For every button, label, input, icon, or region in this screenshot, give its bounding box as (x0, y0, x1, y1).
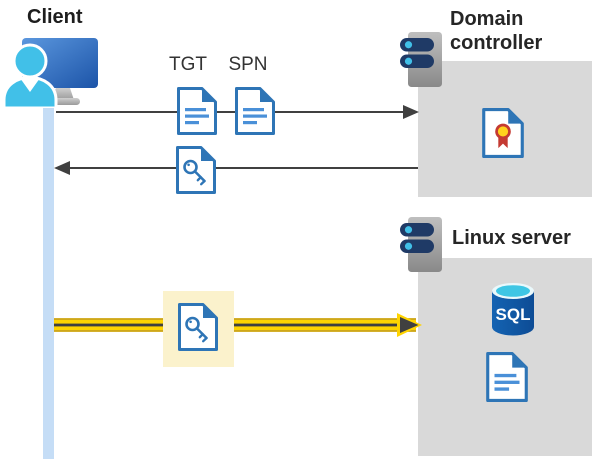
client-computer-icon (2, 38, 98, 108)
response-arrow-line (68, 167, 418, 170)
client-lifeline (43, 88, 54, 459)
sql-text: SQL (496, 305, 531, 324)
auth-arrow-head (400, 317, 419, 333)
spn-ticket-icon (235, 87, 275, 135)
client-label: Client (27, 6, 83, 28)
service-ticket-highlight-icon (178, 303, 218, 351)
certificate-icon (482, 108, 524, 158)
spn-label: SPN (228, 54, 268, 75)
sql-database-icon: SQL (492, 283, 534, 336)
request-arrow-head (403, 105, 419, 119)
response-arrow-head (54, 161, 70, 175)
linux-server-label: Linux server (452, 227, 571, 249)
linux-server-server-icon (400, 217, 442, 272)
keytab-file-icon (486, 352, 528, 402)
tgt-label: TGT (169, 54, 207, 75)
auth-arrow-yellow (54, 313, 422, 337)
tgt-ticket-icon (177, 87, 217, 135)
request-arrow-line (56, 111, 405, 114)
domain-controller-server-icon (400, 32, 442, 87)
service-ticket-icon (176, 146, 216, 194)
person-icon (2, 43, 58, 108)
domain-controller-label: Domain controller (450, 8, 543, 54)
